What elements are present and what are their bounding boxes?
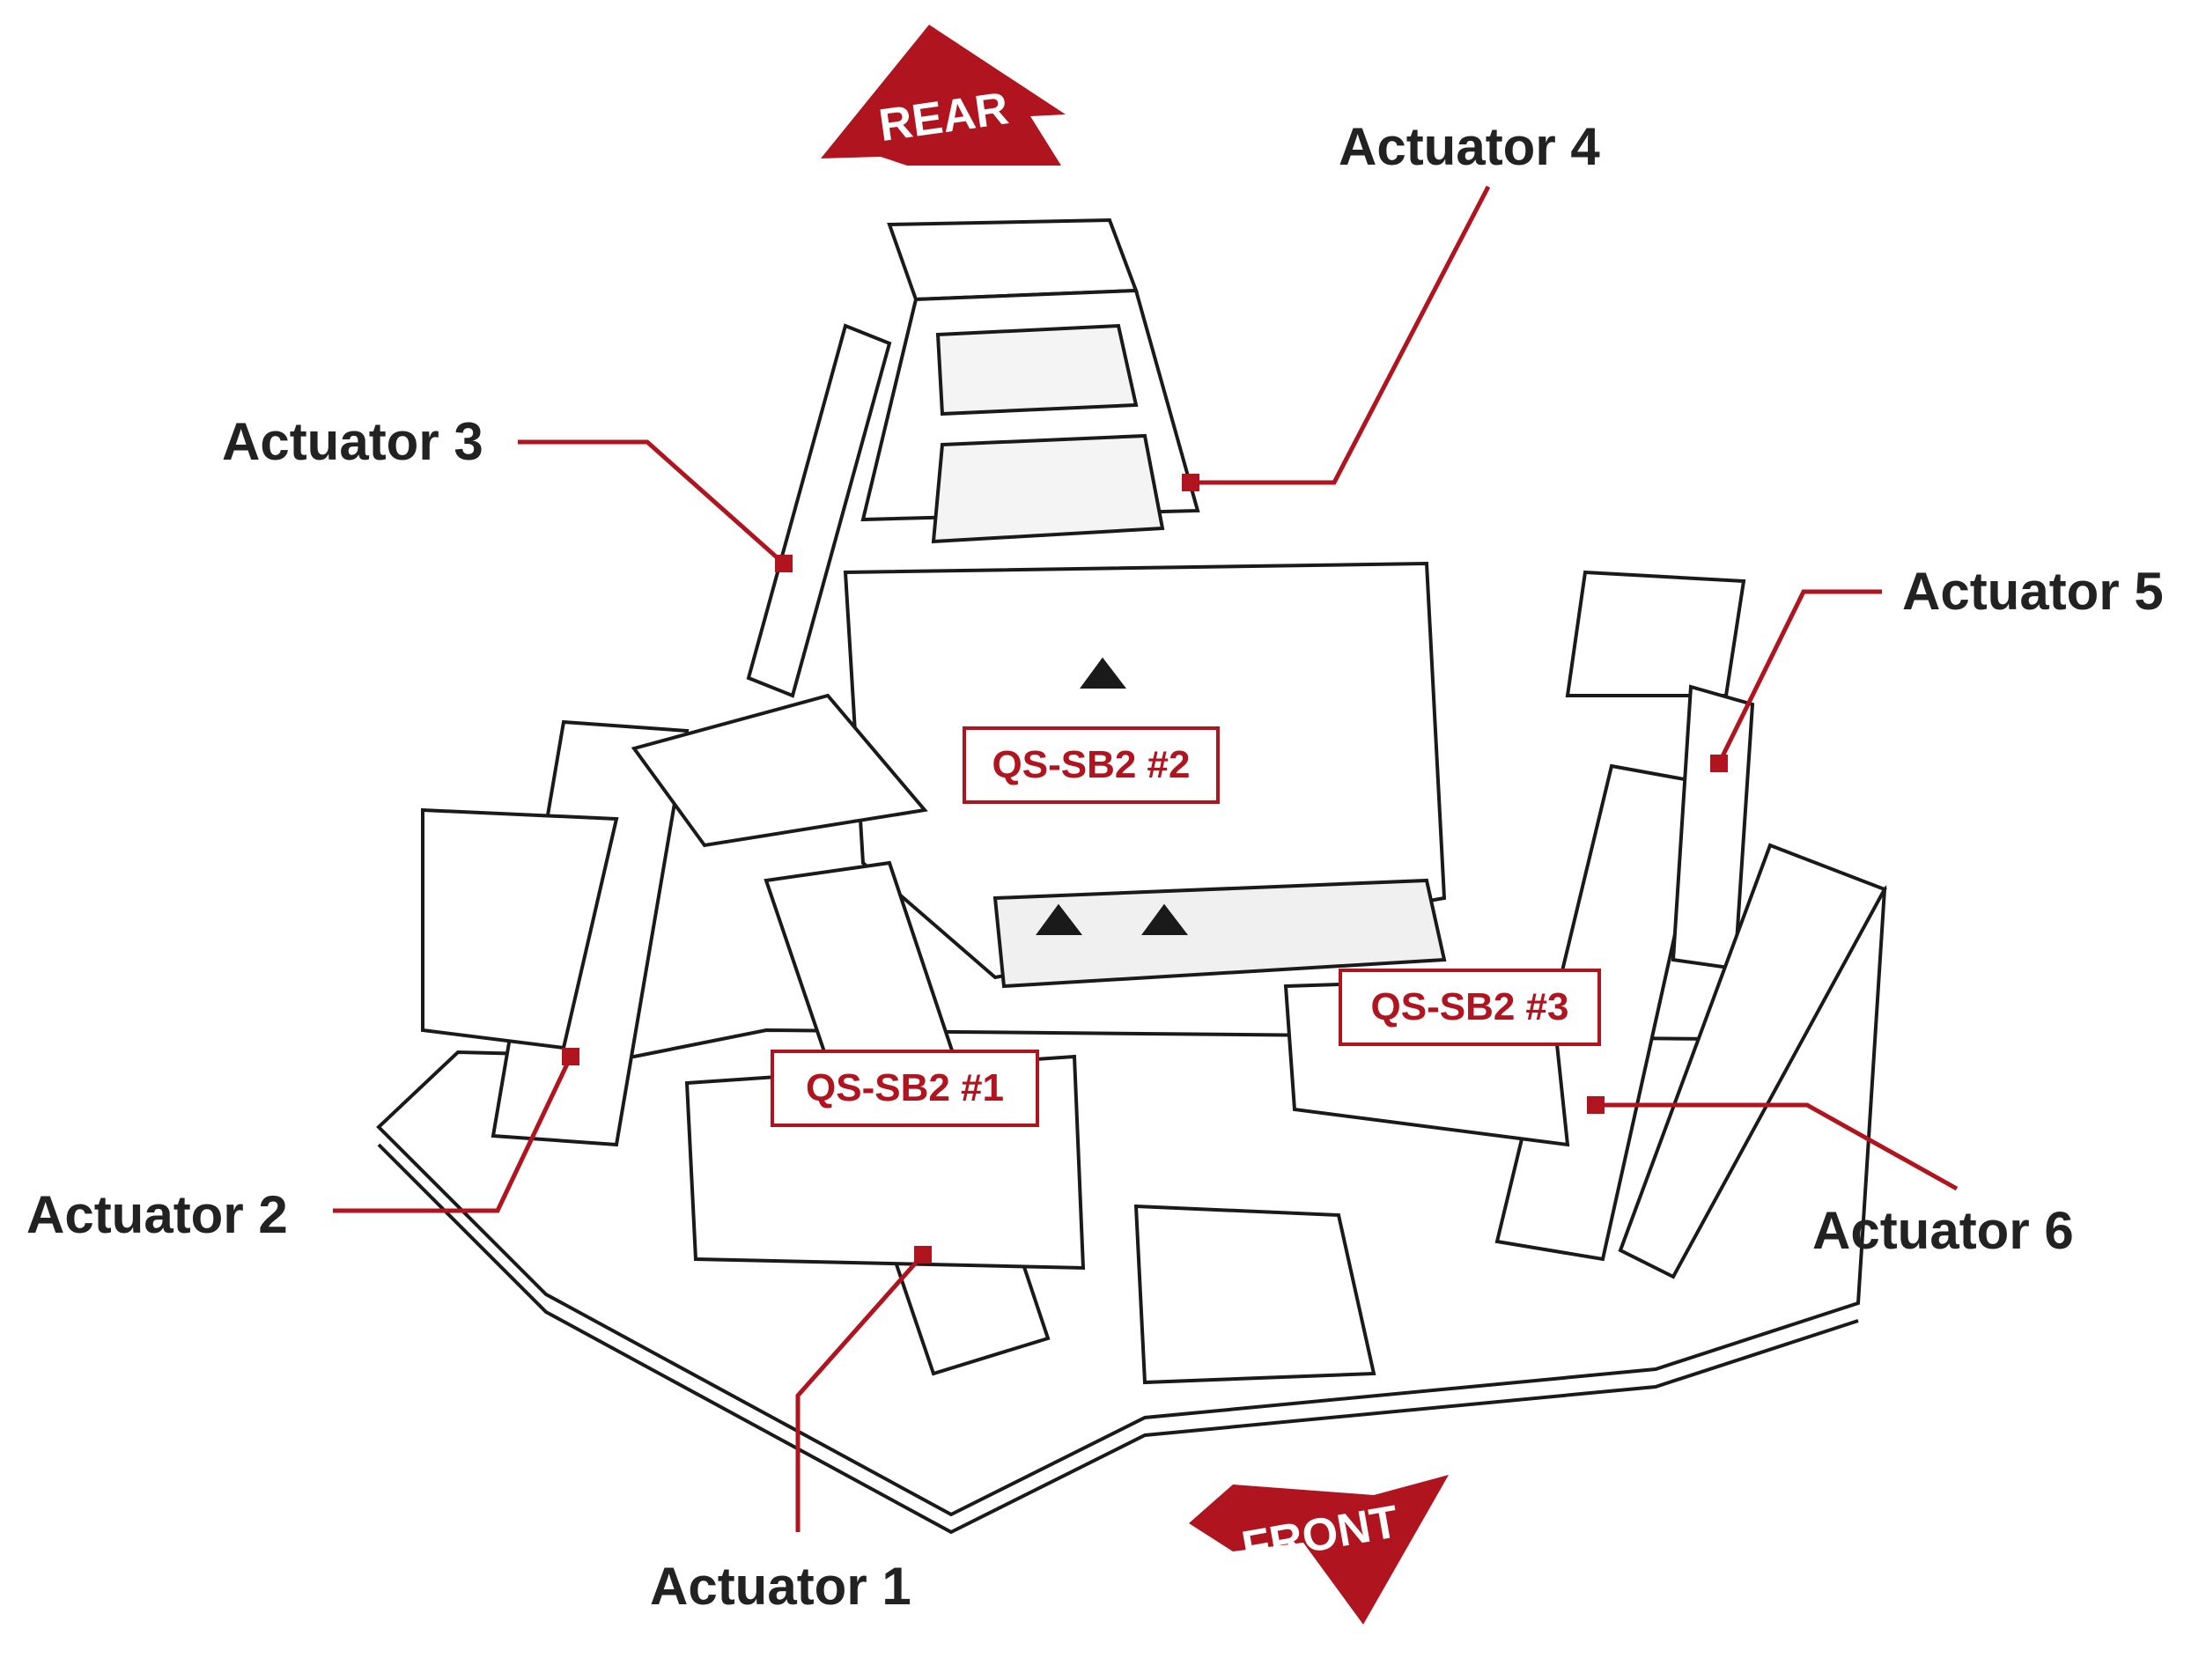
rear-arrow: REAR [821,25,1066,166]
actuator-1-label: Actuator 1 [650,1557,911,1616]
leader-markers [562,474,1728,1264]
leader-actuator-3 [518,439,786,565]
leader-lines [333,185,1959,1532]
actuator-6-label: Actuator 6 [1812,1201,2074,1260]
actuator-3-label: Actuator 3 [222,412,483,471]
leader-actuator-5 [1716,589,1882,765]
actuator-5-label: Actuator 5 [1902,562,2164,621]
actuator-2-label: Actuator 2 [26,1185,288,1244]
board-qs-sb2-2: QS-SB2 #2 [963,726,1220,804]
board-qs-sb2-1: QS-SB2 #1 [771,1050,1039,1127]
center-frame [843,217,1447,989]
leader-actuator-2 [333,1055,573,1213]
leader-actuator-6 [1596,1102,1959,1191]
board-qs-sb2-3: QS-SB2 #3 [1339,969,1601,1046]
leader-actuator-4 [1191,185,1491,485]
actuator-4-label: Actuator 4 [1339,117,1600,176]
leader-actuator-1 [795,1253,925,1532]
front-arrow: FRONT [1189,1475,1449,1625]
